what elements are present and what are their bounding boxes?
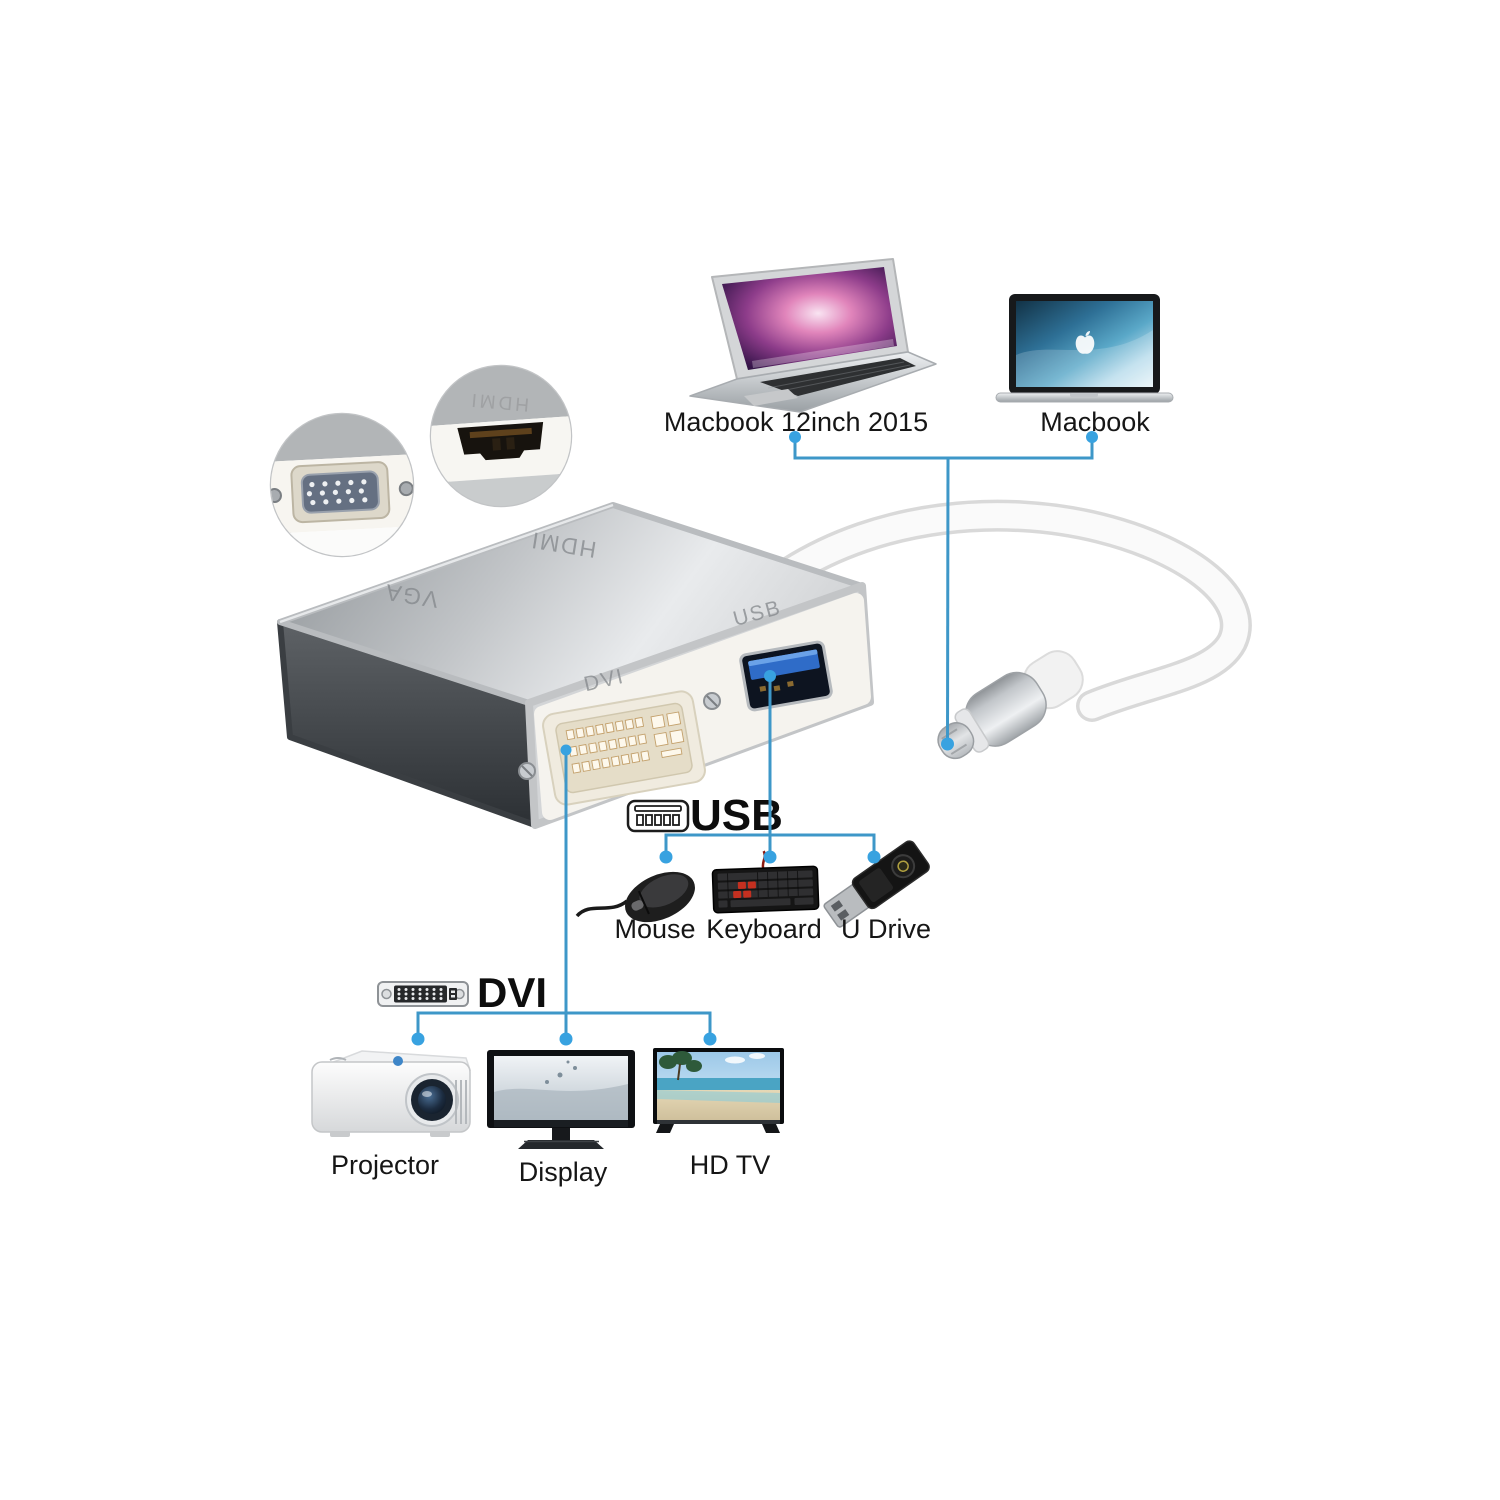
u-drive-image [823,840,930,928]
connector-dots [411,431,1098,1046]
keyboard-image [711,850,820,914]
vga-port-icon [267,461,414,524]
mouse-image [575,871,695,923]
apple-logo-icon [1075,331,1095,354]
usb-c-plug [937,650,1084,760]
display-image [487,1050,635,1149]
hdmi-port-icon [457,422,544,461]
hd-tv-image [653,1048,784,1133]
usb-section-title: USB [690,791,783,840]
projector-label: Projector [331,1150,439,1180]
projector-image [311,1050,472,1137]
dvi-port [542,690,706,806]
macbook-air-image [689,258,937,413]
usb-a-port [739,640,833,712]
display-label: Display [519,1157,608,1187]
usb-connector-icon [626,799,690,833]
mouse-label: Mouse [614,914,695,944]
macbook-pro-image [995,294,1174,403]
usb-c-cable [774,499,1252,722]
panel-screw-left [518,762,536,780]
adapter-body: HDMI VGA USB DVI [277,502,874,829]
hdmi-callout: HDMI [426,361,576,511]
dvi-section-title: DVI [477,969,547,1016]
vga-callout [267,410,417,560]
connector-lines [416,441,1094,1036]
dvi-connector-icon [377,981,469,1007]
panel-screw-right [703,692,721,710]
keyboard-label: Keyboard [706,914,822,944]
u-drive-label: U Drive [841,914,931,944]
hd-tv-label: HD TV [690,1150,771,1180]
